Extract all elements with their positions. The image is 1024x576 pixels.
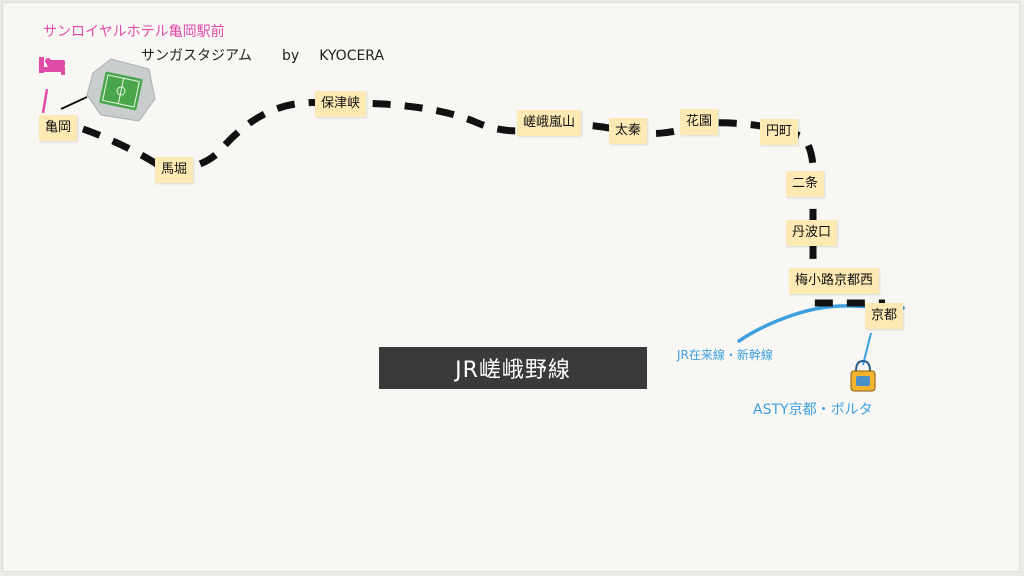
stadium-by: by [282, 48, 300, 64]
station-hanazono[interactable]: 花園 [680, 109, 719, 136]
station-emmachi[interactable]: 円町 [760, 119, 799, 146]
station-nijo[interactable]: 二条 [786, 171, 825, 198]
shopping-bag-icon [850, 359, 876, 392]
line-title: JR嵯峨野線 [379, 347, 647, 389]
station-kyoto[interactable]: 京都 [865, 303, 904, 330]
station-hozukyo[interactable]: 保津峡 [315, 91, 367, 118]
station-umekoji-kyotonishi[interactable]: 梅小路京都西 [789, 268, 880, 295]
stadium-sponsor: KYOCERA [319, 48, 385, 64]
stadium-name: サンガスタジアム [141, 48, 253, 64]
station-uzumasa[interactable]: 太秦 [609, 118, 648, 145]
bed-icon [39, 57, 65, 75]
station-saga-arashiyama[interactable]: 嵯峨嵐山 [517, 110, 582, 137]
stadium-connector [60, 96, 88, 110]
station-kameoka[interactable]: 亀岡 [39, 115, 78, 142]
station-umahori[interactable]: 馬堀 [155, 157, 194, 184]
jr-lines-label: JR在来線・新幹線 [677, 348, 773, 362]
hotel-marker-line [41, 88, 49, 114]
stadium-icon [86, 58, 156, 122]
asty-connector [862, 332, 872, 366]
hotel-label: サンロイヤルホテル亀岡駅前 [43, 24, 225, 40]
stadium-label: サンガスタジアム by KYOCERA [141, 45, 384, 65]
asty-label: ASTY京都・ポルタ [753, 402, 873, 418]
railway-route [81, 99, 885, 307]
station-tambaguchi[interactable]: 丹波口 [786, 220, 838, 247]
route-map [39, 57, 905, 392]
